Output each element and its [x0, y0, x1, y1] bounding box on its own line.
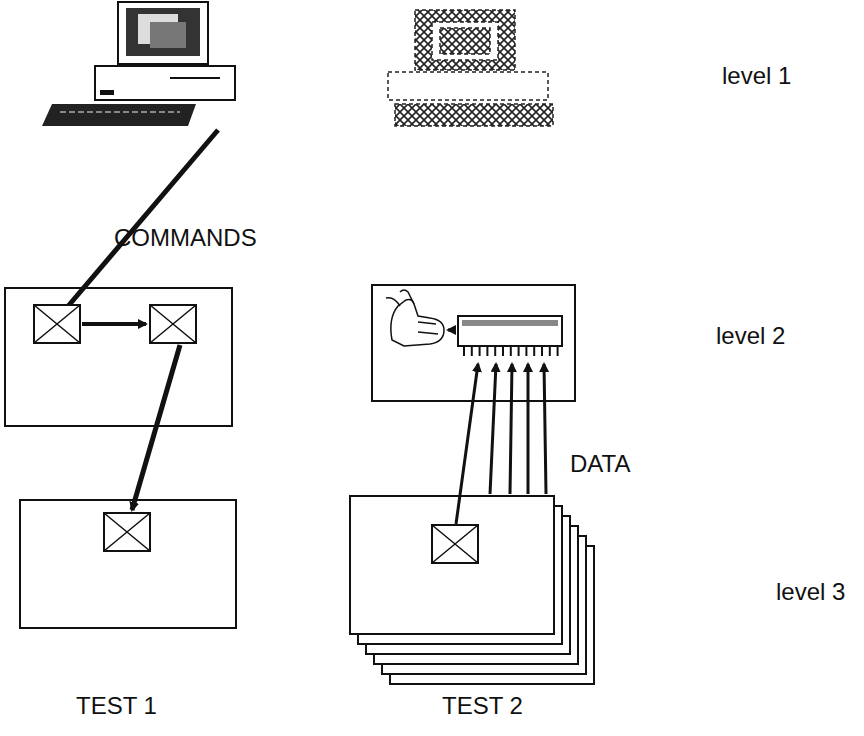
- chip-icon: [458, 316, 562, 346]
- test-label: TEST 2: [442, 694, 523, 718]
- chip-pin: [463, 346, 465, 356]
- chip-pin: [479, 346, 481, 356]
- arrow: [82, 322, 146, 326]
- chip-pin: [541, 346, 543, 356]
- chip-pin: [471, 346, 473, 356]
- envelope: [432, 525, 478, 563]
- chip-pin: [502, 346, 504, 356]
- level2-box: [5, 288, 232, 426]
- chip-pin: [510, 346, 512, 356]
- edge-label: DATA: [570, 452, 630, 476]
- hand-icon: [386, 290, 444, 346]
- level3-stack: [350, 496, 594, 684]
- level-label: level 3: [776, 580, 845, 604]
- chip-pin: [525, 346, 527, 356]
- envelope: [150, 305, 196, 343]
- chip-pin: [549, 346, 551, 356]
- test-label: TEST 1: [76, 694, 157, 718]
- chip-pin: [486, 346, 488, 356]
- envelope: [104, 513, 150, 551]
- computer-icon: [42, 2, 235, 126]
- command-arrow: [58, 130, 218, 318]
- chip-pin: [494, 346, 496, 356]
- edge-label: COMMANDS: [114, 226, 257, 250]
- ghost-computer-icon: [388, 10, 553, 126]
- data-arrows: [456, 364, 546, 524]
- chip-pin: [518, 346, 520, 356]
- level3-box: [20, 500, 236, 628]
- level-label: level 2: [716, 324, 785, 348]
- stack-sheet: [350, 496, 554, 634]
- arrow: [448, 329, 456, 332]
- chip-pin: [533, 346, 535, 356]
- level-label: level 1: [722, 64, 791, 88]
- arrow: [132, 345, 180, 510]
- envelope: [34, 305, 80, 343]
- chip-pin: [557, 346, 559, 356]
